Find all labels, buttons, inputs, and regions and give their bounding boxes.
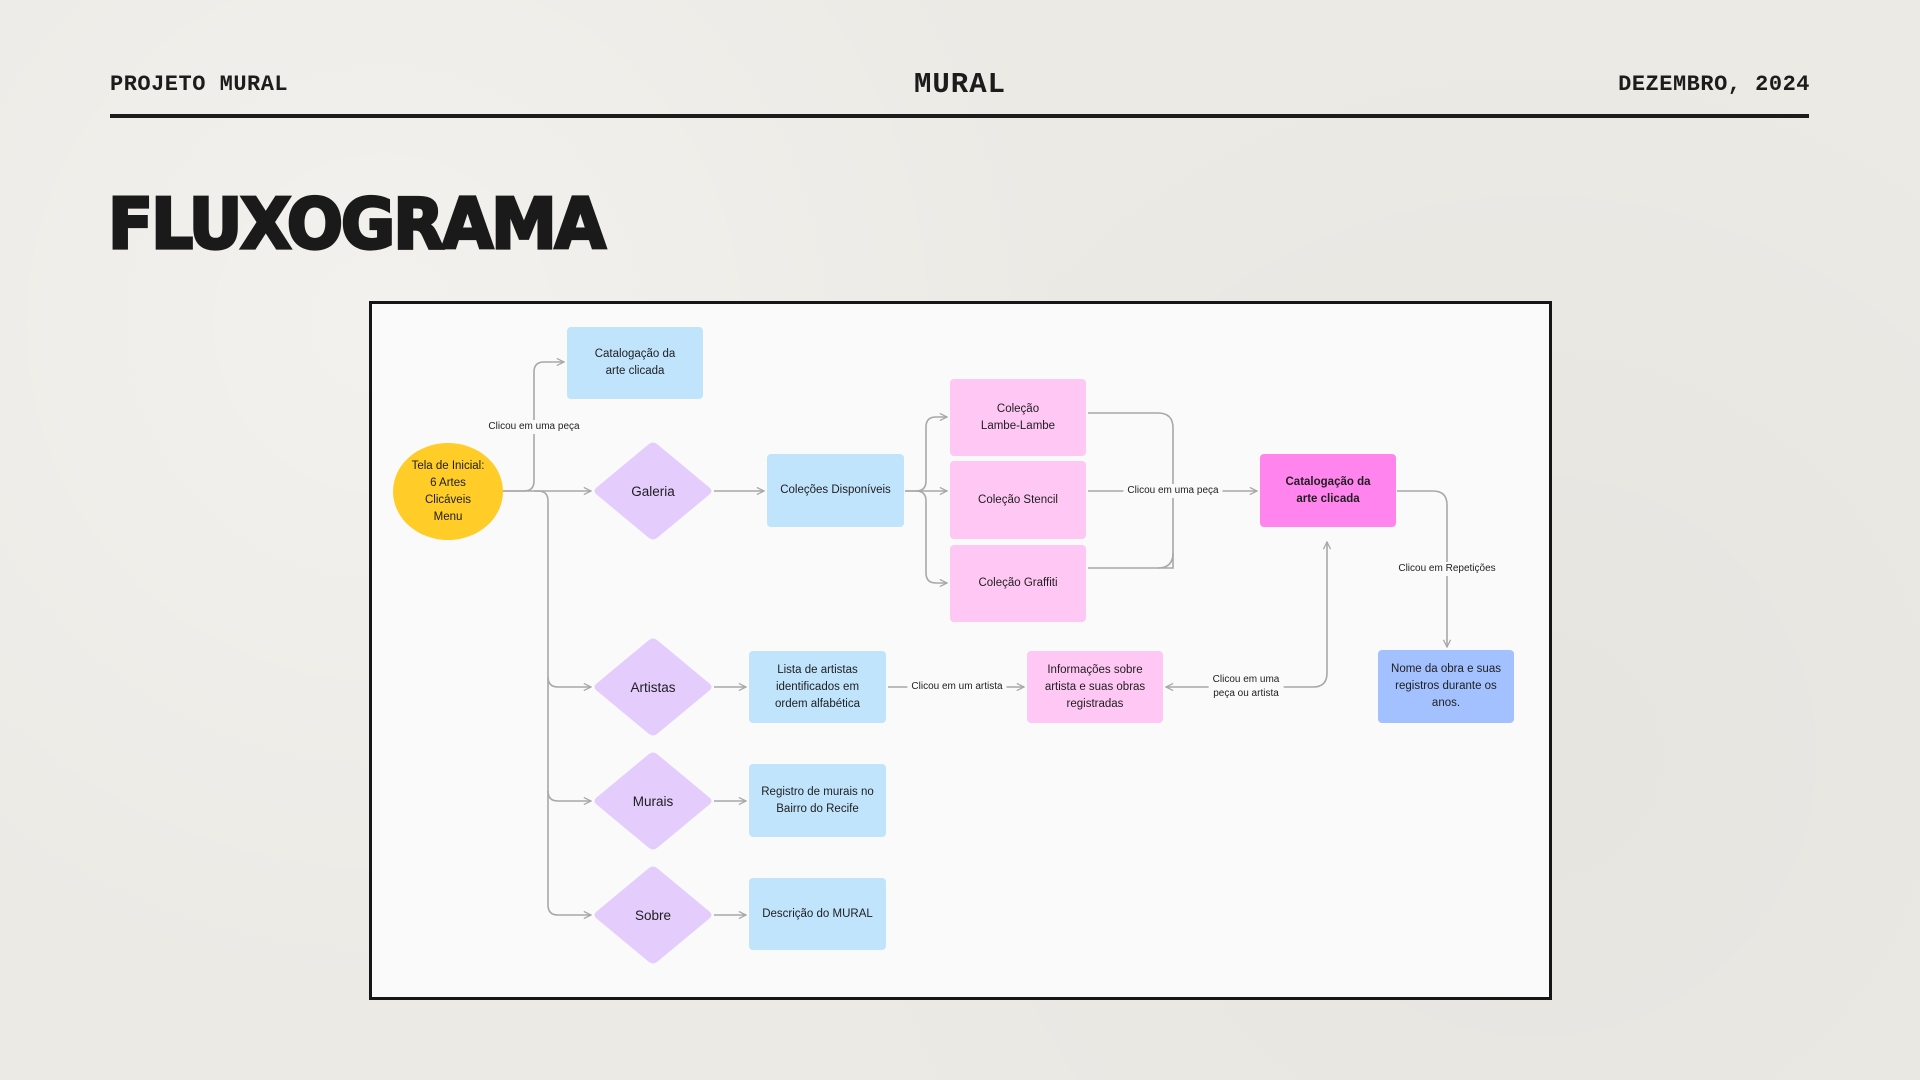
node-lambe: Coleção Lambe-Lambe bbox=[950, 379, 1086, 456]
decision-murais: Murais bbox=[593, 751, 713, 851]
header-divider bbox=[110, 114, 1809, 118]
node-start: Tela de Inicial: 6 Artes Clicáveis Menu bbox=[393, 443, 503, 540]
page-title: FLUXOGRAMA bbox=[107, 182, 608, 266]
diamond-shape bbox=[594, 866, 712, 964]
header-date: DEZEMBRO, 2024 bbox=[1618, 72, 1810, 97]
header-project-name: PROJETO MURAL bbox=[110, 72, 289, 97]
edge-trunk-to-murais bbox=[547, 790, 591, 801]
node-descricao: Descrição do MURAL bbox=[749, 878, 886, 950]
edge-trunk-to-artistas bbox=[547, 676, 591, 687]
edge-label-collections-to-catalog: Clicou em uma peça bbox=[1123, 484, 1223, 498]
node-graffiti: Coleção Graffiti bbox=[950, 545, 1086, 622]
edge-label-catalog-to-nome: Clicou em Repetições bbox=[1394, 562, 1500, 576]
node-nome-obra: Nome da obra e suas registros durante os… bbox=[1378, 650, 1514, 723]
node-stencil: Coleção Stencil bbox=[950, 461, 1086, 539]
edge-catalog-to-nome bbox=[1397, 490, 1447, 647]
edge-colecoes-to-graffiti bbox=[915, 490, 947, 583]
decision-artistas: Artistas bbox=[593, 637, 713, 737]
header-brand: MURAL bbox=[913, 68, 1006, 101]
edge-info-to-catalog bbox=[1166, 542, 1327, 687]
decision-label: Sobre bbox=[634, 907, 672, 923]
diamond-shape bbox=[594, 752, 712, 850]
node-registro-murais: Registro de murais no Bairro do Recife bbox=[749, 764, 886, 837]
node-catalog-main: Catalogação da arte clicada bbox=[1260, 454, 1396, 527]
node-colecoes: Coleções Disponíveis bbox=[767, 454, 904, 527]
diamond-shape bbox=[594, 442, 712, 540]
edge-graffiti-out bbox=[1088, 552, 1174, 569]
decision-label: Artistas bbox=[630, 679, 676, 695]
edge-label-start-to-catalog: Clicou em uma peça bbox=[484, 420, 584, 434]
decision-label: Murais bbox=[632, 793, 674, 809]
edge-colecoes-to-lambe bbox=[905, 417, 947, 492]
edge-label-info-to-catalog: Clicou em uma peça ou artista bbox=[1208, 673, 1284, 701]
decision-galeria: Galeria bbox=[593, 441, 713, 541]
node-info-artista: Informações sobre artista e suas obras r… bbox=[1027, 651, 1163, 723]
decision-label: Galeria bbox=[631, 483, 675, 499]
edge-label-lista-to-info: Clicou em um artista bbox=[907, 680, 1007, 694]
node-lista-artistas: Lista de artistas identificados em ordem… bbox=[749, 651, 886, 723]
diamond-shape bbox=[594, 638, 712, 736]
decision-sobre: Sobre bbox=[593, 865, 713, 965]
node-catalog-top: Catalogação da arte clicada bbox=[567, 327, 703, 399]
edge-trunk bbox=[534, 490, 591, 915]
